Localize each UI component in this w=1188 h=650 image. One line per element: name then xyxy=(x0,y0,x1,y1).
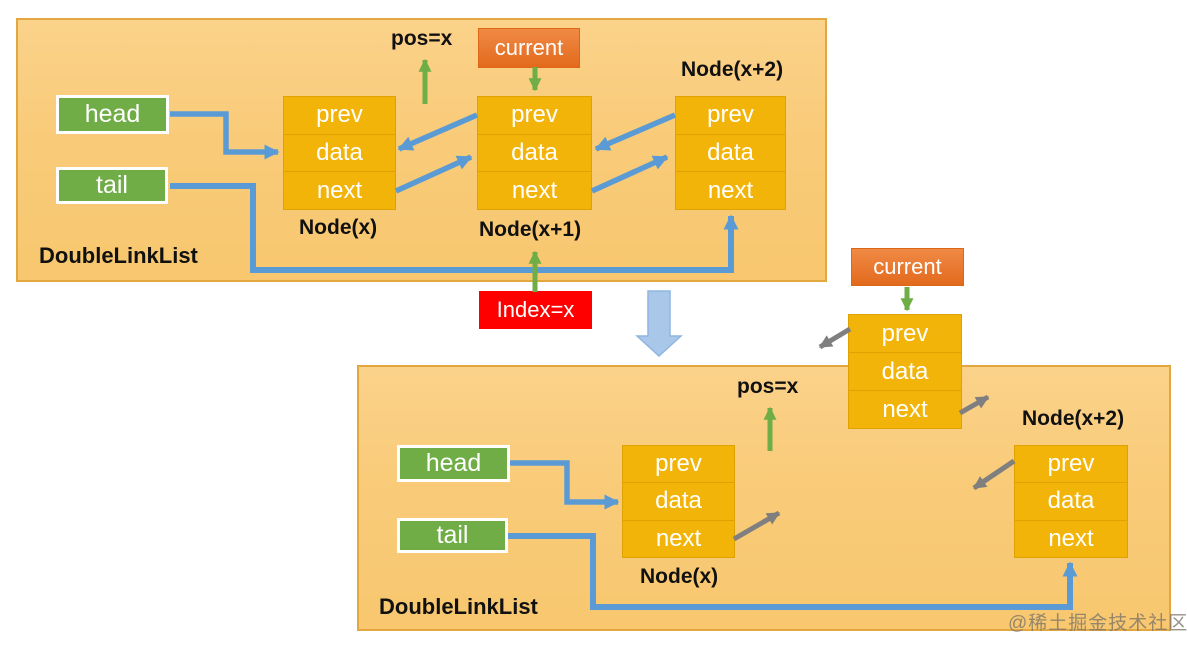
pos-label-upper: pos=x xyxy=(391,27,453,50)
current-pointer-box-upper: current xyxy=(478,28,580,68)
node-x2-label-upper: Node(x+2) xyxy=(681,58,784,81)
prev-cell: prev xyxy=(1047,450,1095,478)
next-cell: next xyxy=(623,519,734,557)
next-cell: next xyxy=(849,390,961,428)
node-x-lower: prev data next xyxy=(622,445,735,558)
node-x2-upper: prev data next xyxy=(675,96,786,210)
index-box: Index=x xyxy=(479,291,592,329)
next-cell: next xyxy=(284,171,395,209)
data-cell: data xyxy=(623,482,734,519)
prev-cell: prev xyxy=(316,101,363,129)
prev-cell: prev xyxy=(707,101,754,129)
node-x2-lower: prev data next xyxy=(1014,445,1128,558)
current-pointer-box-lower: current xyxy=(851,248,964,286)
removed-prev-arrow xyxy=(818,326,852,350)
head-pointer-box: head xyxy=(56,95,169,134)
list-title-upper: DoubleLinkList xyxy=(39,243,198,268)
tail-pointer-box-lower: tail xyxy=(397,518,508,553)
prev-cell: prev xyxy=(881,319,929,347)
data-cell: data xyxy=(284,133,395,172)
removed-node-floating: prev data next xyxy=(848,314,962,429)
node-x-label-upper: Node(x) xyxy=(299,216,378,239)
next-cell: next xyxy=(676,171,785,209)
data-cell: data xyxy=(478,133,591,172)
pos-label-lower: pos=x xyxy=(737,375,799,398)
head-pointer-box-lower: head xyxy=(397,445,510,482)
next-cell: next xyxy=(478,171,591,209)
prev-cell: prev xyxy=(511,101,558,129)
tail-pointer-box: tail xyxy=(56,167,168,204)
node-x-label-lower: Node(x) xyxy=(640,565,719,588)
transition-down-arrow xyxy=(635,290,683,358)
node-x-upper: prev data next xyxy=(283,96,396,210)
list-title-lower: DoubleLinkList xyxy=(379,594,538,619)
data-cell: data xyxy=(1015,482,1127,519)
data-cell: data xyxy=(676,133,785,172)
node-x2-label-lower: Node(x+2) xyxy=(1022,407,1125,430)
node-x1-label-upper: Node(x+1) xyxy=(479,218,582,241)
prev-cell: prev xyxy=(655,450,702,478)
node-x1-upper: prev data next xyxy=(477,96,592,210)
next-cell: next xyxy=(1015,519,1127,557)
data-cell: data xyxy=(849,352,961,390)
watermark: @稀土掘金技术社区 xyxy=(1008,613,1188,634)
